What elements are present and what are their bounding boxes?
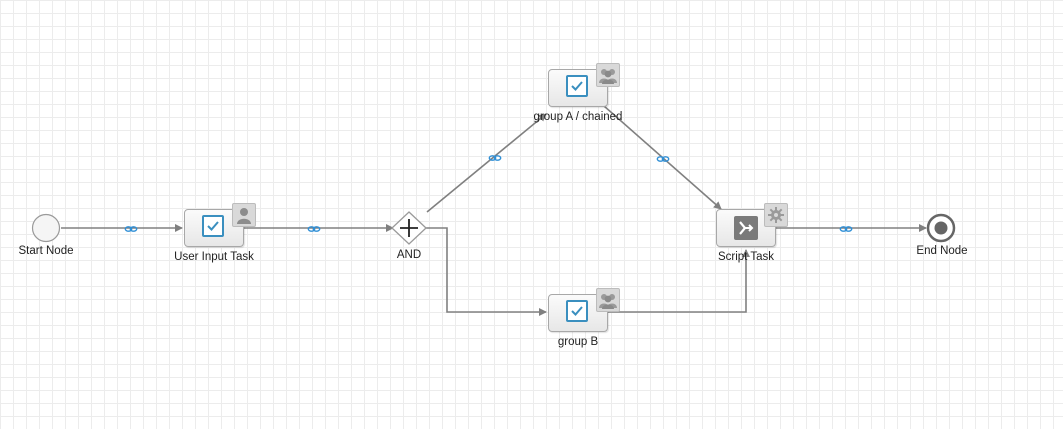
chain-link-icon[interactable] bbox=[656, 156, 670, 162]
group-icon bbox=[596, 63, 620, 87]
user-input-task-label: User Input Task bbox=[174, 251, 254, 263]
connector-and-to-group-b[interactable] bbox=[426, 227, 547, 316]
group-icon bbox=[596, 288, 620, 312]
user-icon bbox=[232, 203, 256, 227]
end-node[interactable] bbox=[926, 213, 956, 243]
checkbox-icon bbox=[566, 75, 588, 97]
checkbox-icon bbox=[566, 300, 588, 322]
start-node[interactable] bbox=[31, 213, 61, 243]
checkbox-icon bbox=[202, 215, 224, 237]
script-task-label: Script Task bbox=[717, 251, 775, 263]
connector-group-b-to-script[interactable] bbox=[608, 249, 750, 313]
start-node-label: Start Node bbox=[18, 245, 74, 257]
chain-link-icon[interactable] bbox=[124, 226, 138, 232]
chain-link-icon[interactable] bbox=[307, 226, 321, 232]
gear-icon bbox=[764, 203, 788, 227]
group-b-task-node[interactable] bbox=[548, 288, 620, 332]
user-input-task-node[interactable] bbox=[184, 203, 256, 247]
chain-link-icon[interactable] bbox=[488, 155, 502, 161]
script-icon bbox=[734, 216, 758, 240]
and-gateway[interactable] bbox=[391, 211, 427, 245]
script-task-node[interactable] bbox=[716, 203, 788, 247]
chain-link-icon[interactable] bbox=[839, 226, 853, 232]
group-a-label: group A / chained bbox=[533, 111, 623, 123]
connector-and-to-group-a[interactable] bbox=[426, 113, 547, 213]
group-a-task-node[interactable] bbox=[548, 63, 620, 107]
group-b-label: group B bbox=[557, 336, 599, 348]
and-gateway-label: AND bbox=[396, 249, 422, 261]
end-node-label: End Node bbox=[916, 245, 968, 257]
